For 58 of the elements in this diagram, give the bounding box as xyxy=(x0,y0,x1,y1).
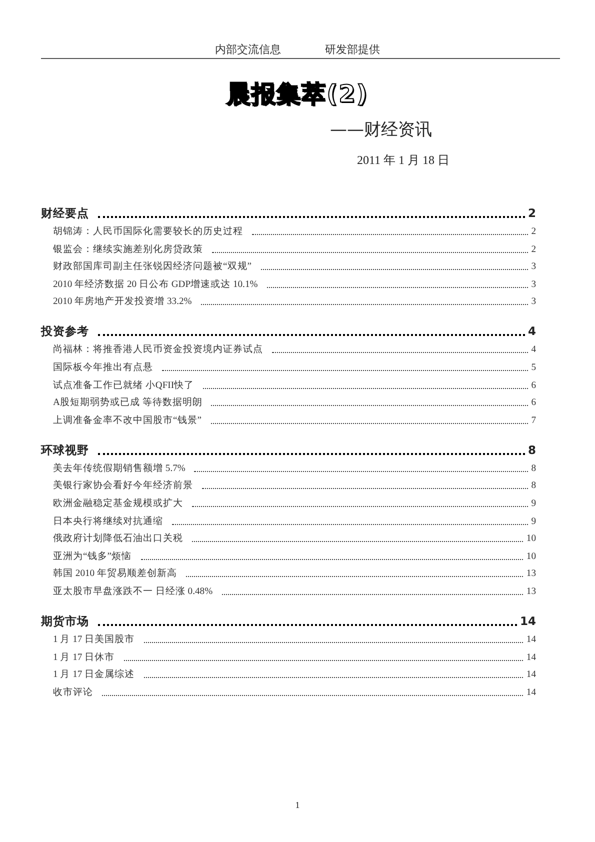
toc-entry: 欧洲金融稳定基金规模或扩大 xyxy=(53,496,183,510)
toc-entry: 财政部国库司副主任张锐因经济问题被“双规” xyxy=(53,260,252,274)
page-number: 14 xyxy=(526,634,536,645)
toc-entry: 国际板今年推出有点悬 xyxy=(53,360,153,374)
date-text: 2011 年 1 月 18 日 xyxy=(357,153,450,167)
toc-entry: 亚洲为“钱多”烦恼 xyxy=(53,550,132,563)
toc-entry: 上调准备金率不改中国股市“钱景” xyxy=(53,414,202,427)
page-number: 9 xyxy=(531,498,536,509)
section-heading: 投资参考 xyxy=(41,324,89,340)
page-number: 4 xyxy=(528,324,536,338)
document-title: 晨报集萃(2) xyxy=(226,80,368,108)
toc-entry: 1 月 17 日金属综述 xyxy=(53,668,135,682)
page-number: 3 xyxy=(531,296,536,308)
page-number: 10 xyxy=(526,550,536,562)
toc-entry: 收市评论 xyxy=(53,686,93,699)
page-number: 9 xyxy=(531,516,536,527)
page-number: 8 xyxy=(531,462,536,474)
page-number: 6 xyxy=(531,397,536,408)
section-heading: 财经要点 xyxy=(41,206,89,221)
toc-entry: 美去年传统假期销售额增 5.7% xyxy=(53,462,186,475)
section-heading: 环球视野 xyxy=(41,442,89,458)
header-text: 研发部提供 xyxy=(325,42,380,57)
toc-entry: 俄政府计划降低石油出口关税 xyxy=(53,532,183,546)
toc-entry: 1 月 17 日休市 xyxy=(53,650,115,664)
toc-entry: 日本央行将继续对抗通缩 xyxy=(53,514,163,528)
page-number: 6 xyxy=(531,380,536,391)
toc-entry: 胡锦涛：人民币国际化需要较长的历史过程 xyxy=(53,225,243,238)
page-number: 10 xyxy=(526,533,536,544)
page-number: 14 xyxy=(526,652,536,662)
page-number: 8 xyxy=(528,442,536,457)
page-number: 8 xyxy=(531,480,536,492)
toc-entry: 银监会：继续实施差别化房贷政策 xyxy=(53,242,203,256)
page-number: 13 xyxy=(526,586,536,597)
page-number: 7 xyxy=(531,414,536,426)
toc-entry: 韩国 2010 年贸易顺差创新高 xyxy=(53,567,177,580)
page-number: 1 xyxy=(295,800,300,810)
toc-entry: 亚太股市早盘涨跌不一 日经涨 0.48% xyxy=(53,584,213,598)
page-number: 14 xyxy=(520,614,536,628)
toc-entry: 2010 年房地产开发投资增 33.2% xyxy=(53,295,192,308)
section-heading: 期货市场 xyxy=(41,614,89,629)
page-number: 14 xyxy=(526,669,536,680)
toc-entry: 试点准备工作已就绪 小QFII快了 xyxy=(53,378,194,392)
toc-entry: A股短期弱势或已成 等待数据明朗 xyxy=(53,396,202,410)
page-number: 3 xyxy=(531,278,536,290)
subtitle: ——财经资讯 xyxy=(330,120,432,140)
page-number: 13 xyxy=(526,568,536,580)
page-number: 2 xyxy=(531,244,536,255)
toc-entry: 1 月 17 日美国股市 xyxy=(53,632,135,646)
toc-entry: 2010 年经济数据 20 日公布 GDP增速或达 10.1% xyxy=(53,278,258,291)
page-number: 5 xyxy=(531,362,536,373)
page-number: 3 xyxy=(531,261,536,272)
page-number: 4 xyxy=(531,344,536,356)
toc-entry: 尚福林：将推香港人民币资金投资境内证券试点 xyxy=(53,343,263,356)
page-number: 2 xyxy=(528,206,536,220)
page-number: 14 xyxy=(526,686,536,698)
page-number: 2 xyxy=(531,226,536,237)
toc-entry: 美银行家协会看好今年经济前景 xyxy=(53,479,193,492)
header-text: 内部交流信息 xyxy=(215,42,281,57)
